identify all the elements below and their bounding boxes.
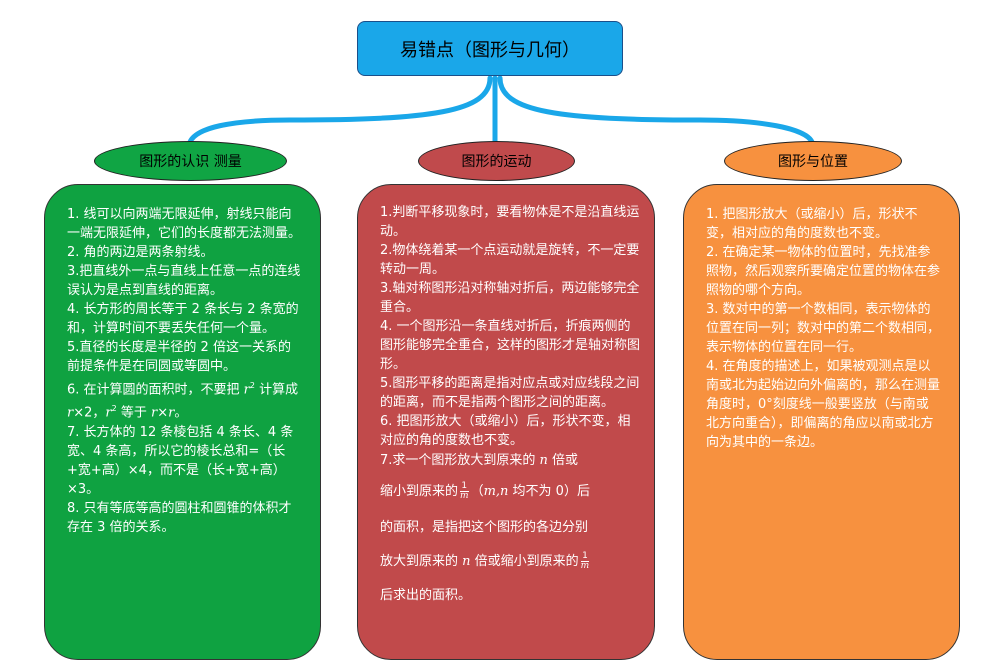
list-item: 1.判断平移现象时，要看物体是不是沿直线运动。 (380, 205, 640, 239)
list-item: 3.把直线外一点与直线上任意一点的连线误认为是点到直线的距离。 (67, 264, 301, 298)
branch-title-left-label: 图形的认识 测量 (139, 154, 242, 170)
list-item: 2.物体绕着某一个点运动就是旋转，不一定要转动一周。 (380, 243, 640, 277)
branch-title-left: 图形的认识 测量 (94, 141, 287, 181)
list-item: 1. 线可以向两端无限延伸，射线只能向一端无限延伸，它们的长度都无法测量。 (67, 207, 302, 241)
branch-title-right-label: 图形与位置 (778, 154, 848, 170)
root-node: 易错点（图形与几何） (357, 21, 623, 76)
root-title: 易错点（图形与几何） (400, 39, 580, 61)
list-item-formula: 的面积，是指把这个图形的各边分别 (380, 520, 589, 535)
list-item: 4. 在角度的描述上，如果被观测点是以南或北为起始边向外偏离的，那么在测量角度时… (706, 359, 941, 450)
list-item-formula: 6. 在计算圆的面积时，不要把 r2 计算成 r×2，r2 等于 r×r。 (67, 381, 299, 421)
list-item: 5.直径的长度是半径的 2 倍这一关系的前提条件是在同圆或等圆中。 (67, 340, 291, 374)
list-item-formula: 7.求一个图形放大到原来的 n 倍或 (380, 453, 579, 468)
branch-box-right: 1. 把图形放大（或缩小）后，形状不变，相对应的角的度数也不变。 2. 在确定某… (683, 184, 960, 660)
list-item-formula: 后求出的面积。 (380, 588, 472, 603)
branch-title-middle: 图形的运动 (418, 141, 575, 181)
list-item: 6. 把图形放大（或缩小）后，形状不变，相对应的角的度数也不变。 (380, 414, 631, 448)
list-item: 2. 角的两边是两条射线。 (67, 245, 214, 260)
list-item: 3. 数对中的第一个数相同，表示物体的位置在同一列；数对中的第二个数相同，表示物… (706, 302, 941, 355)
branch-box-middle: 1.判断平移现象时，要看物体是不是沿直线运动。 2.物体绕着某一个点运动就是旋转… (357, 184, 655, 660)
list-item: 2. 在确定某一物体的位置时，先找准参照物，然后观察所要确定位置的物体在参照物的… (706, 245, 941, 298)
branch-title-right: 图形与位置 (724, 141, 902, 181)
list-item: 5.图形平移的距离是指对应点或对应线段之间的距离，而不是指两个图形之间的距离。 (380, 376, 640, 410)
list-item: 3.轴对称图形沿对称轴对折后，两边能够完全重合。 (380, 281, 640, 315)
branch-box-left: 1. 线可以向两端无限延伸，射线只能向一端无限延伸，它们的长度都无法测量。 2.… (44, 184, 321, 660)
list-item: 4. 长方形的周长等于 2 条长与 2 条宽的和，计算时间不要丢失任何一个量。 (67, 302, 299, 336)
list-item: 1. 把图形放大（或缩小）后，形状不变，相对应的角的度数也不变。 (706, 207, 918, 241)
connector-left (187, 75, 493, 145)
list-item: 4. 一个图形沿一条直线对折后，折痕两侧的图形能够完全重合，这样的图形才是轴对称… (380, 319, 641, 372)
branch-title-middle-label: 图形的运动 (461, 154, 532, 170)
list-item: 7. 长方体的 12 条棱包括 4 条长、4 条宽、4 条高，所以它的棱长总和=… (67, 424, 294, 497)
connector-right (497, 75, 815, 145)
list-item: 8. 只有等底等高的圆柱和圆锥的体积才存在 3 倍的关系。 (67, 500, 292, 535)
